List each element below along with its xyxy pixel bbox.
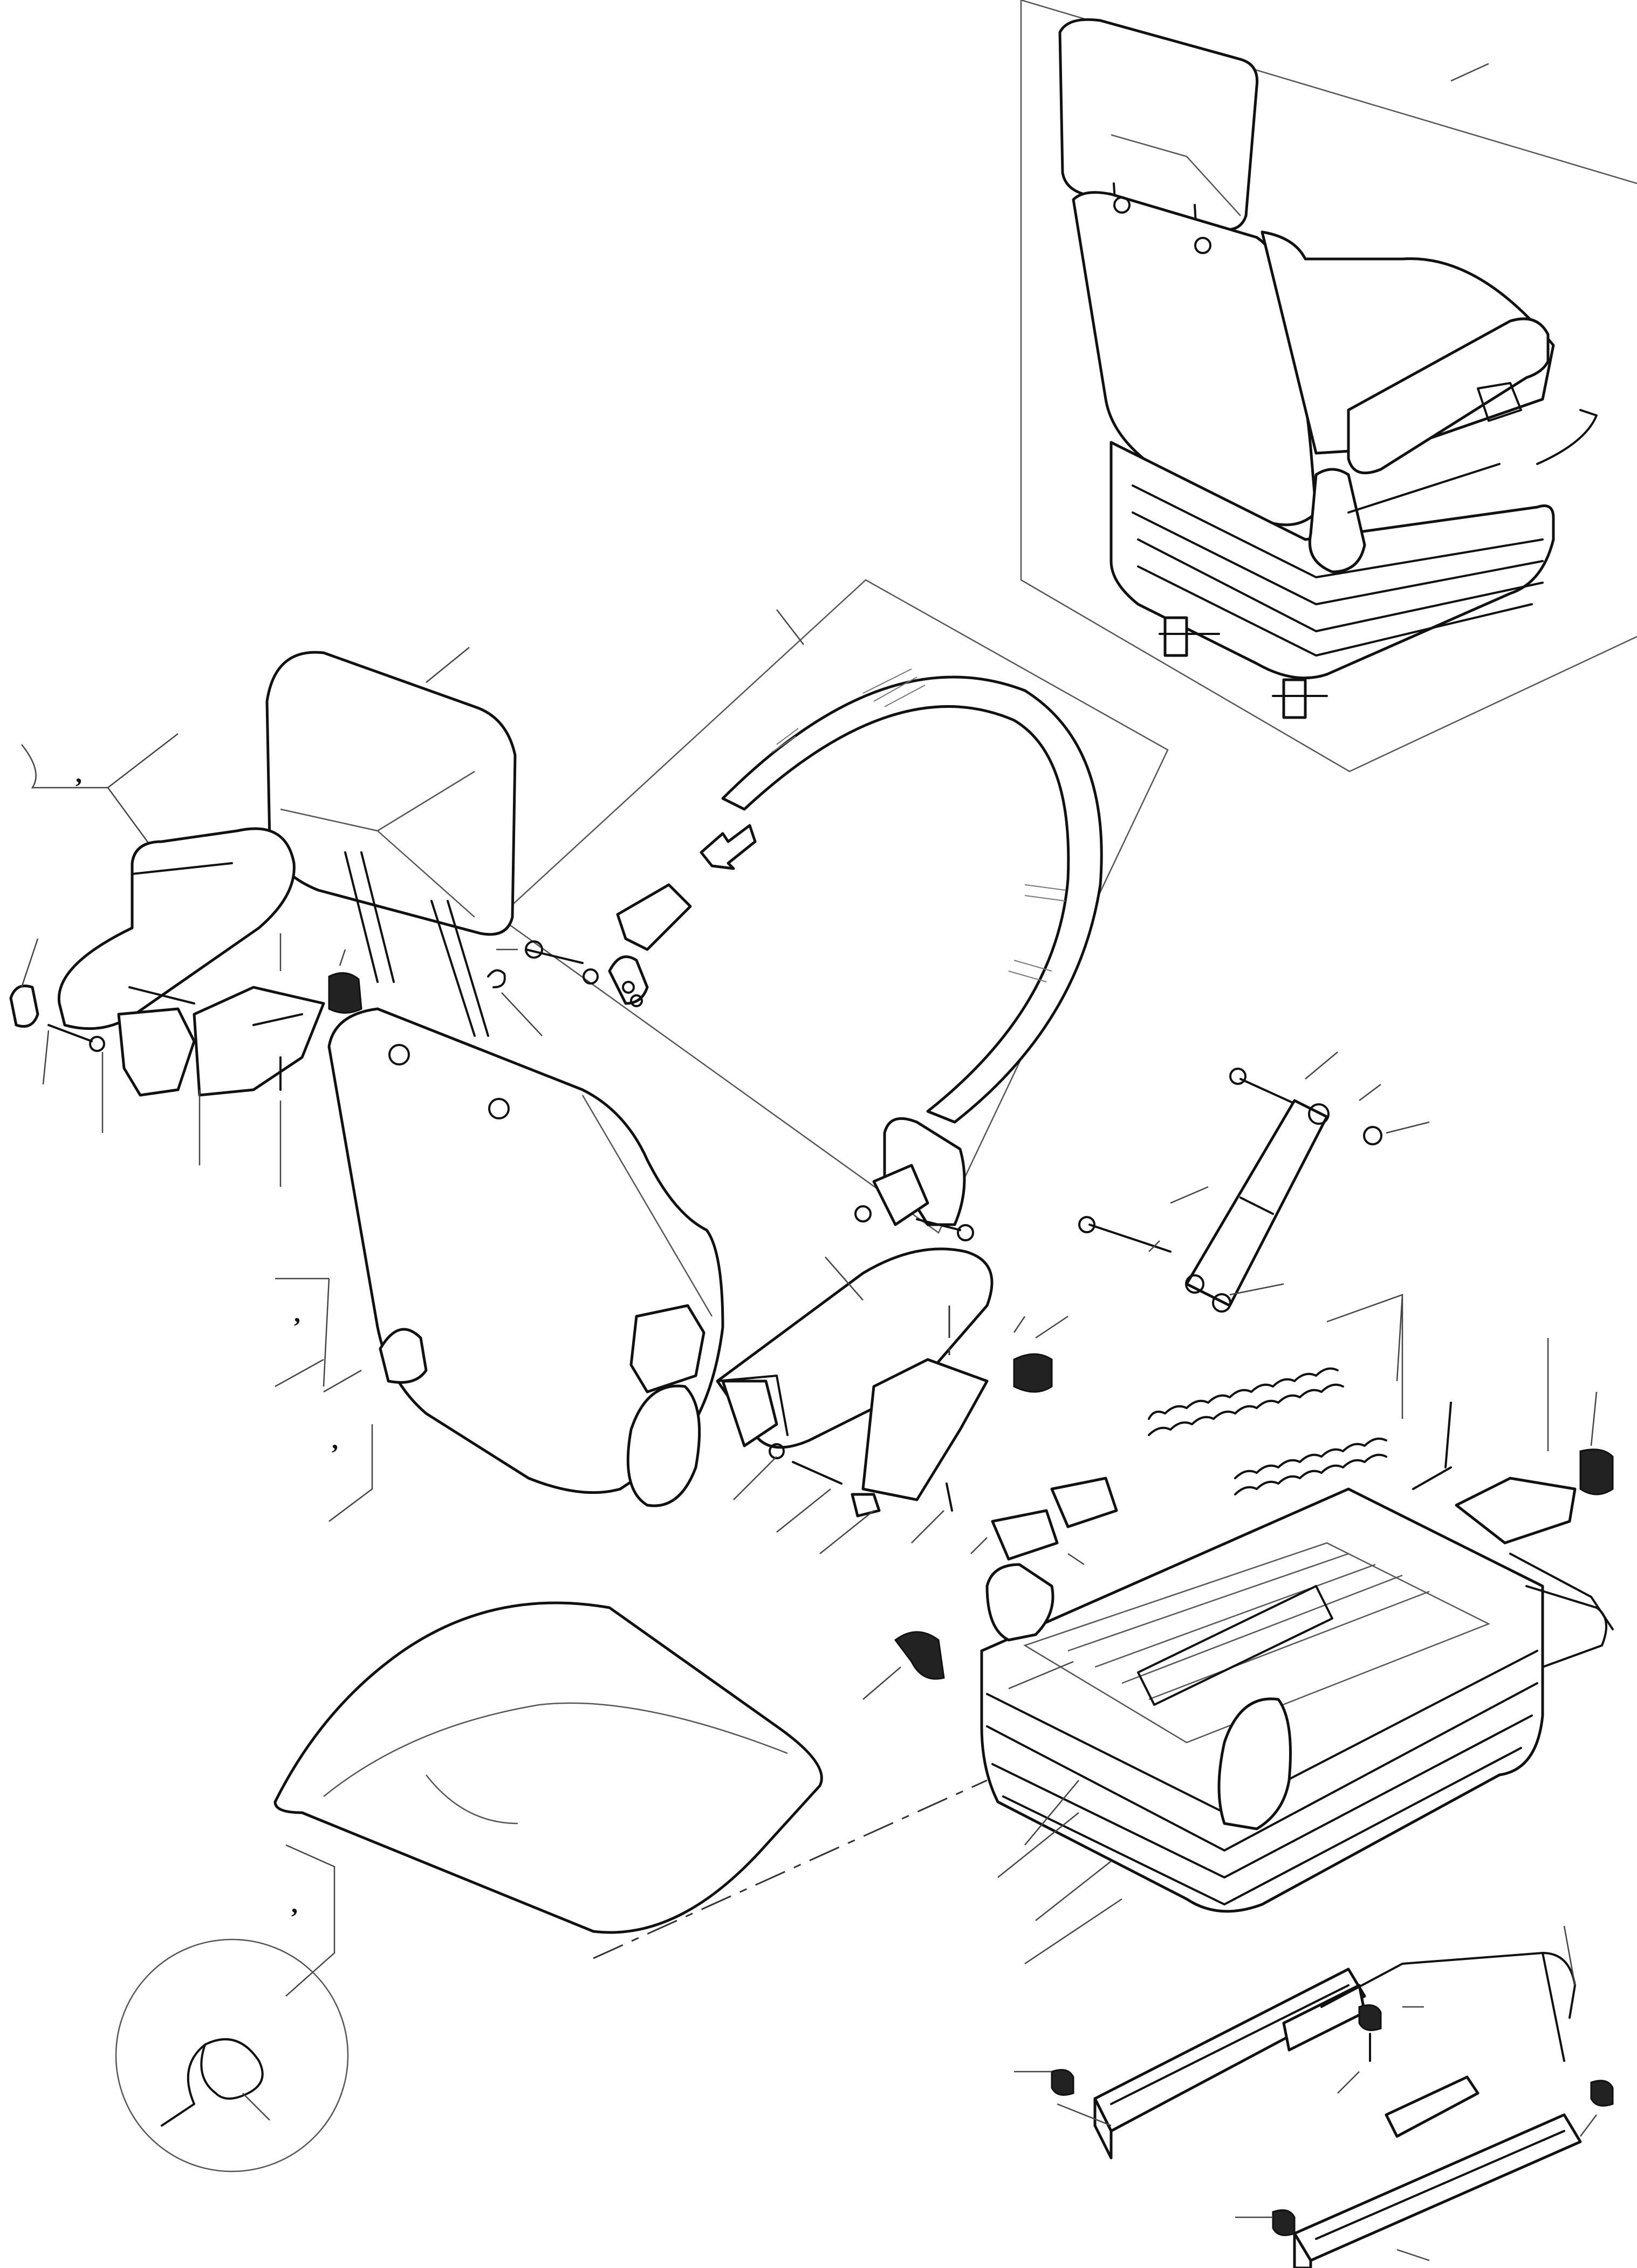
headrest	[265, 647, 543, 1037]
backrest: , ,	[275, 1007, 724, 1522]
callout-mark: ,	[291, 1890, 298, 1918]
springs	[1148, 1294, 1403, 1495]
small-parts	[862, 1338, 1614, 1700]
seat-cushion: ,	[273, 1601, 988, 1997]
seat-rails	[1014, 1925, 1614, 2268]
shock-absorber-group	[1078, 1051, 1430, 1313]
right-armrest-group	[716, 1247, 1068, 1554]
detail-circle	[115, 1938, 349, 2173]
callout-mark: ,	[332, 1426, 338, 1454]
callout-mark: ,	[294, 1299, 300, 1328]
suspension-base	[980, 1487, 1607, 1965]
assembled-seat-inset	[1020, 0, 1637, 773]
left-armrest-group: ,	[9, 733, 362, 1187]
seat-belt-assembly	[496, 579, 1169, 1241]
callout-mark: ,	[76, 760, 82, 788]
